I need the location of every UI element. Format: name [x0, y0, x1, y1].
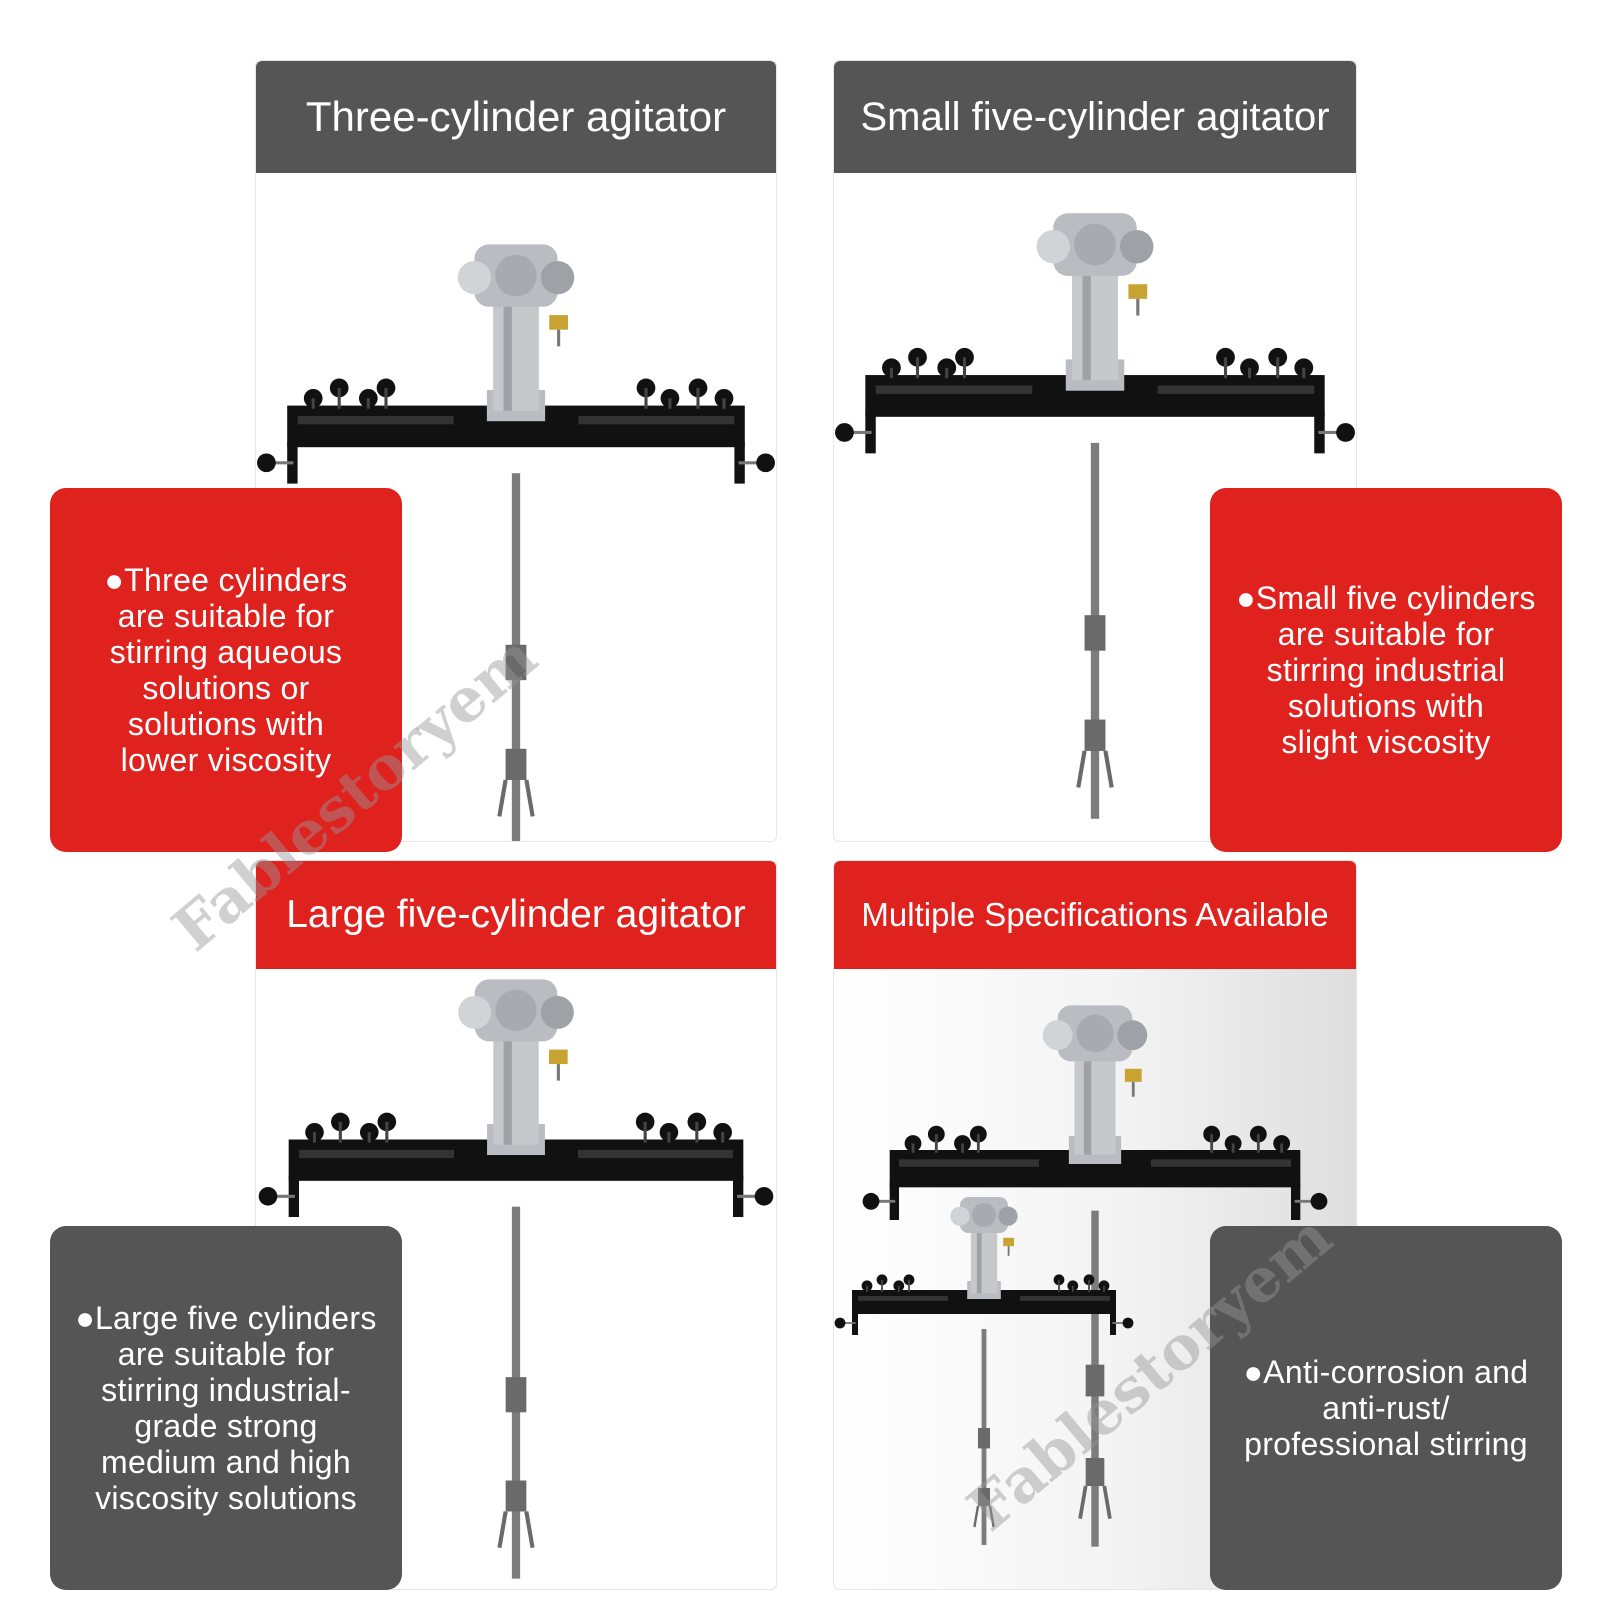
product-card-multiple-specifications: Multiple Specifications Available — [833, 860, 1357, 1590]
description-anti-corrosion: ●Anti-corrosion and anti-rust/ professio… — [1210, 1226, 1562, 1590]
product-card-title: Multiple Specifications Available — [834, 861, 1356, 969]
product-card-title: Three-cylinder agitator — [256, 61, 776, 173]
description-small-five-cylinder: ●Small five cylinders are suitable for s… — [1210, 488, 1562, 852]
description-large-five-cylinder: ●Large five cylinders are suitable for s… — [50, 1226, 402, 1590]
description-three-cylinder: ●Three cylinders are suitable for stirri… — [50, 488, 402, 852]
product-card-title: Small five-cylinder agitator — [834, 61, 1356, 173]
product-card-title: Large five-cylinder agitator — [256, 861, 776, 969]
